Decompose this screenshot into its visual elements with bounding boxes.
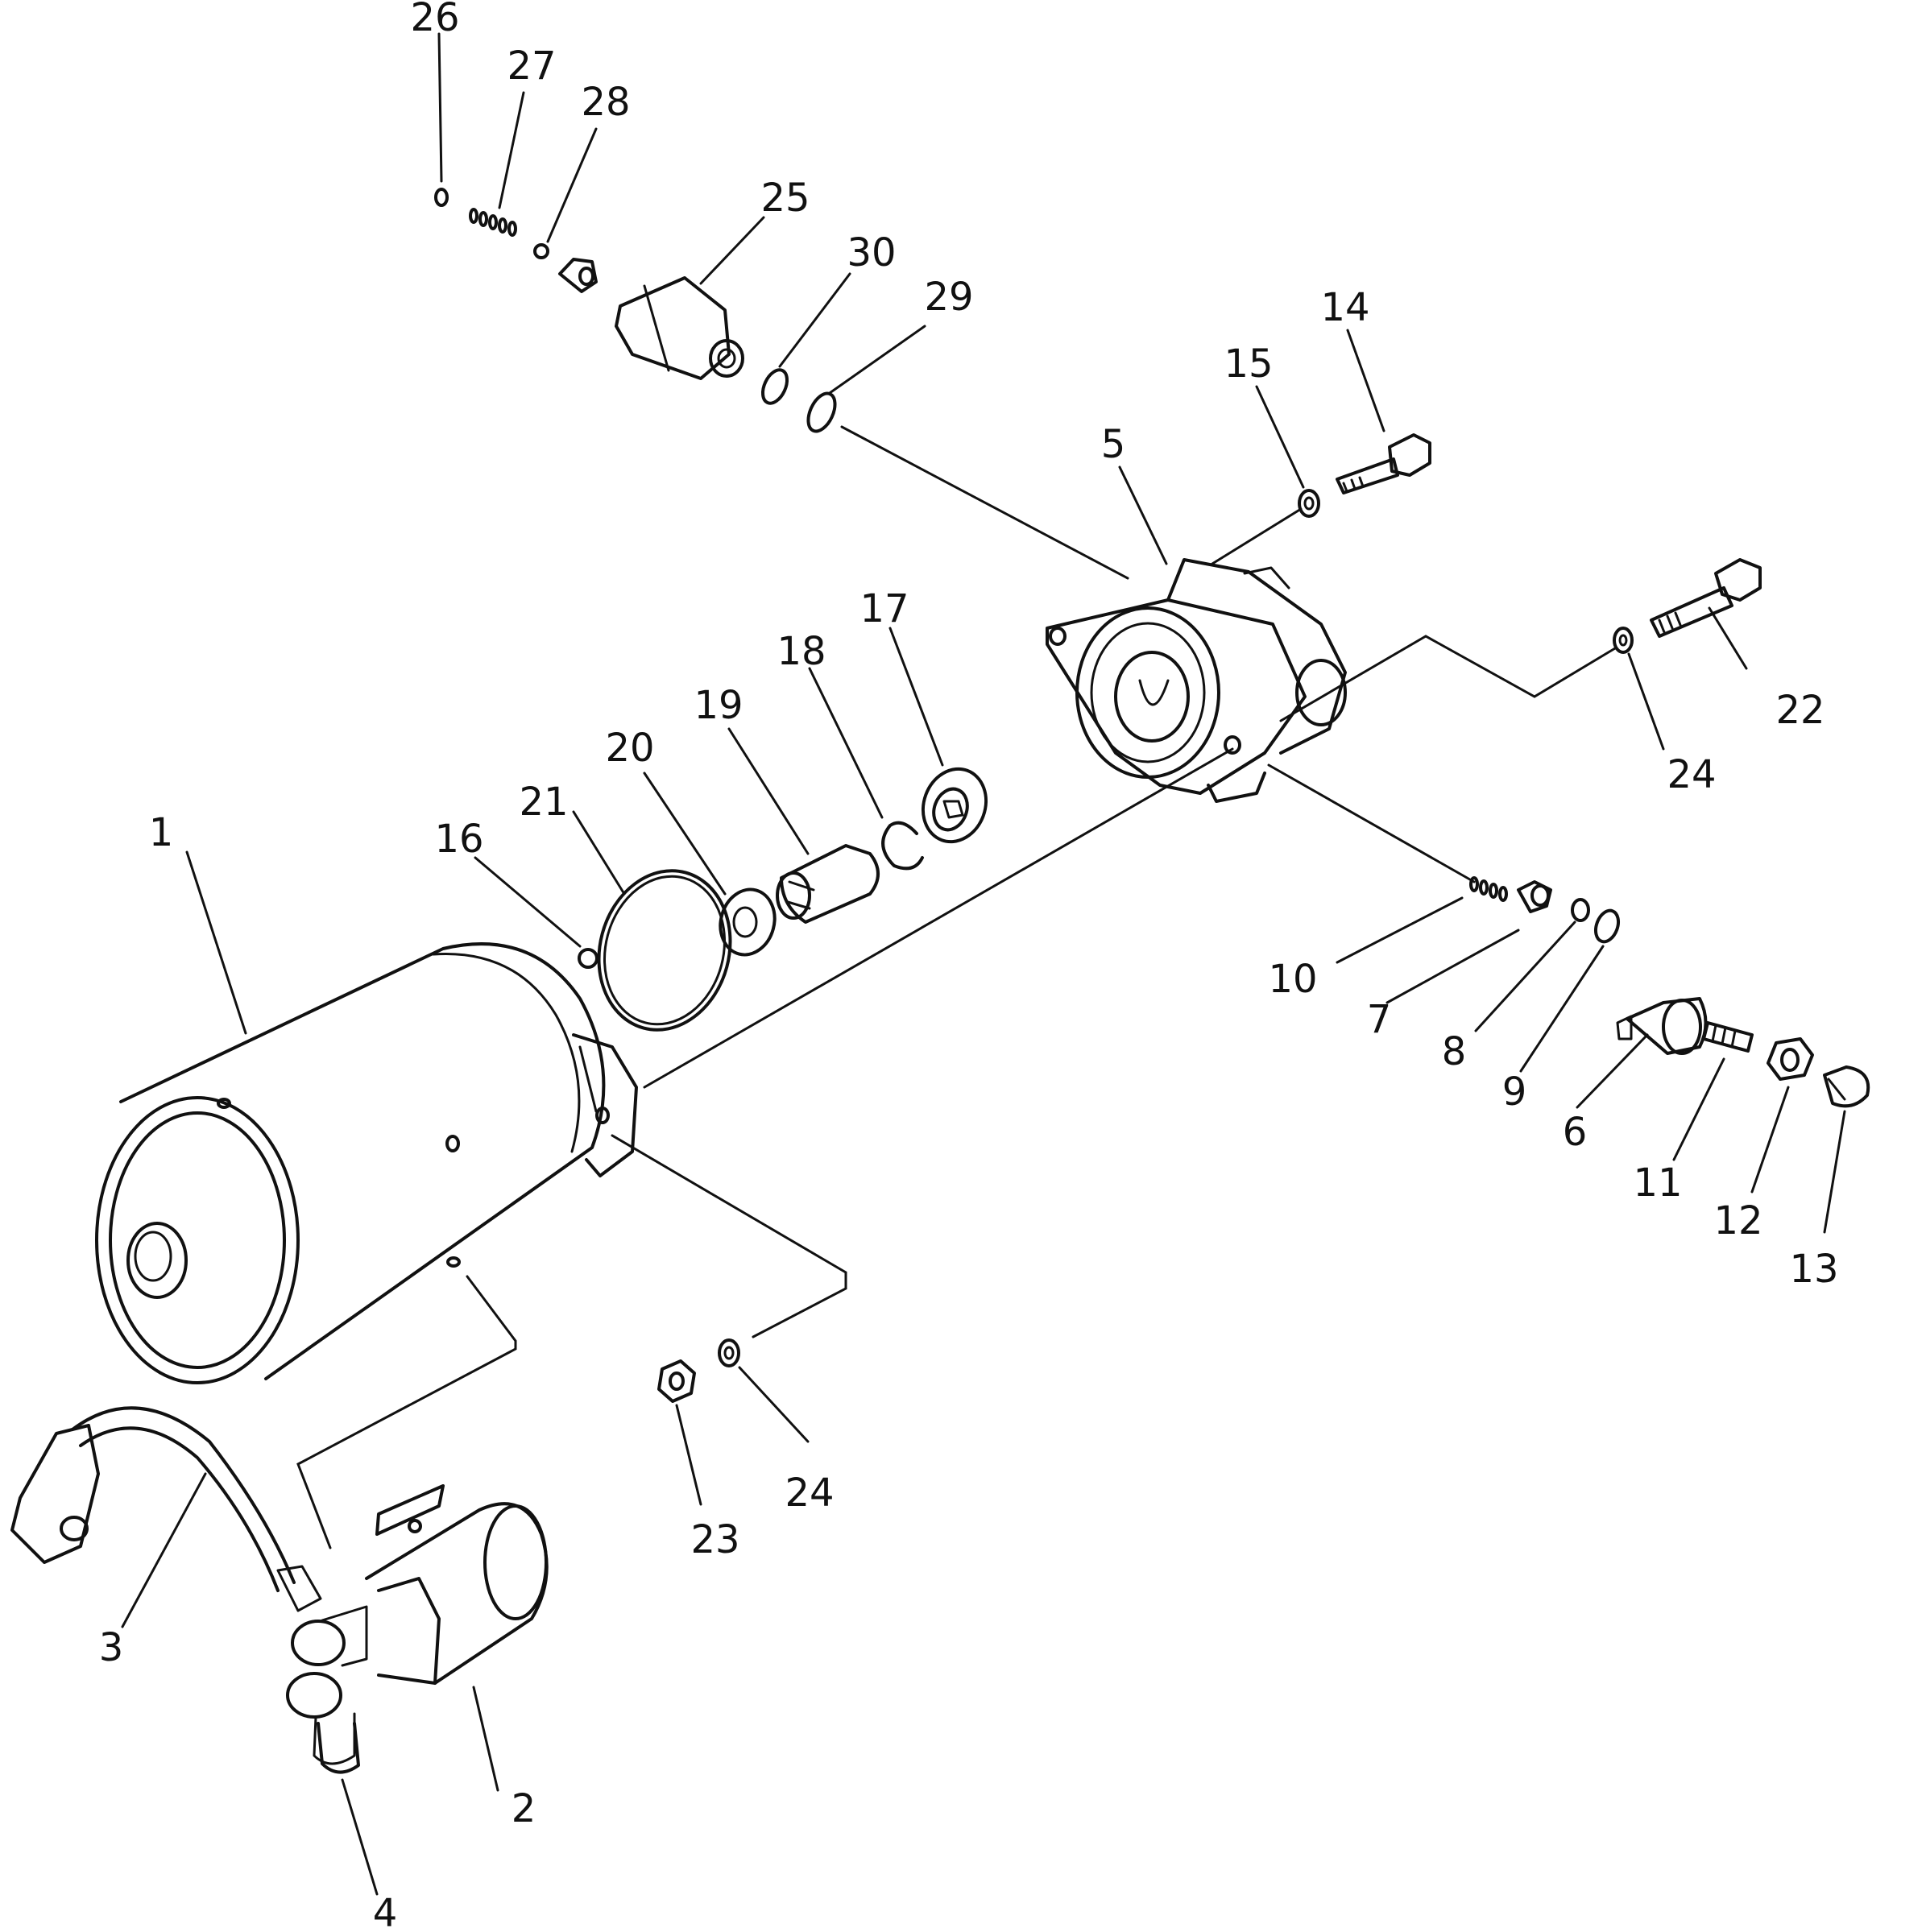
label-12: 12 xyxy=(1713,1198,1762,1243)
label-5: 5 xyxy=(1101,422,1126,467)
label-17: 17 xyxy=(859,586,909,631)
part-14-bolt xyxy=(1336,433,1431,494)
part-11-set-screw xyxy=(1702,1021,1754,1053)
part-16-ball xyxy=(578,948,599,969)
label-24-right: 24 xyxy=(1667,752,1716,797)
label-21: 21 xyxy=(519,780,568,825)
label-22: 22 xyxy=(1775,688,1825,733)
label-10: 10 xyxy=(1268,957,1317,1002)
part-25-filter xyxy=(615,276,744,380)
part-8-oring xyxy=(1571,898,1590,922)
part-27-spring xyxy=(469,208,517,237)
assembly-lines xyxy=(296,425,1617,1549)
part-4-terminal xyxy=(317,1722,360,1774)
part-6-plug xyxy=(1616,997,1708,1055)
label-2: 2 xyxy=(512,1786,536,1831)
label-4: 4 xyxy=(373,1891,398,1932)
part-5-pump-body xyxy=(1046,558,1347,803)
part-1-motor-housing xyxy=(95,942,638,1384)
leader-lines xyxy=(121,32,1846,1896)
part-22-bolt xyxy=(1650,558,1762,638)
label-8: 8 xyxy=(1442,1029,1467,1074)
part-3-cable xyxy=(10,1406,322,1612)
label-29: 29 xyxy=(924,275,973,320)
part-13-acorn-nut xyxy=(1823,1065,1870,1108)
part-24-washer-lower xyxy=(718,1338,740,1367)
label-25: 25 xyxy=(760,176,810,221)
label-7: 7 xyxy=(1367,997,1392,1042)
label-13: 13 xyxy=(1789,1247,1838,1292)
part-12-lock-nut xyxy=(1767,1037,1814,1081)
label-23: 23 xyxy=(690,1517,739,1562)
label-6: 6 xyxy=(1563,1110,1588,1155)
label-9: 9 xyxy=(1502,1069,1527,1115)
part-29-oring xyxy=(806,391,837,433)
part-2-solenoid xyxy=(286,1484,549,1765)
part-21-oring xyxy=(597,869,732,1032)
label-11: 11 xyxy=(1633,1160,1682,1206)
part-24-washer-right xyxy=(1613,627,1634,654)
label-14: 14 xyxy=(1320,285,1369,330)
part-18-snap-ring xyxy=(881,821,924,871)
part-19-coupling xyxy=(776,844,880,924)
label-16: 16 xyxy=(434,817,483,862)
part-labels: 1 2 3 4 5 6 7 8 9 10 11 12 13 14 15 16 1… xyxy=(99,0,1839,1932)
part-20-thrust-washer xyxy=(719,887,777,957)
label-3: 3 xyxy=(99,1625,124,1670)
label-19: 19 xyxy=(694,683,743,728)
label-26: 26 xyxy=(410,0,459,40)
part-17-bearing xyxy=(921,767,988,844)
part-9-oring xyxy=(1593,908,1621,944)
label-24-lower: 24 xyxy=(785,1471,834,1516)
label-18: 18 xyxy=(777,629,826,674)
part-15-washer xyxy=(1298,489,1320,518)
label-20: 20 xyxy=(605,726,654,771)
label-1: 1 xyxy=(149,810,174,855)
part-10-spring xyxy=(1469,876,1508,902)
label-28: 28 xyxy=(581,80,630,125)
label-30: 30 xyxy=(847,230,896,275)
part-7-plunger xyxy=(1517,880,1552,913)
part-23-nut xyxy=(657,1359,696,1403)
part-26-washer xyxy=(434,188,449,207)
part-30-oring xyxy=(760,368,789,405)
label-15: 15 xyxy=(1224,341,1273,387)
label-27: 27 xyxy=(507,43,556,89)
part-28-valve-seat xyxy=(533,243,598,293)
